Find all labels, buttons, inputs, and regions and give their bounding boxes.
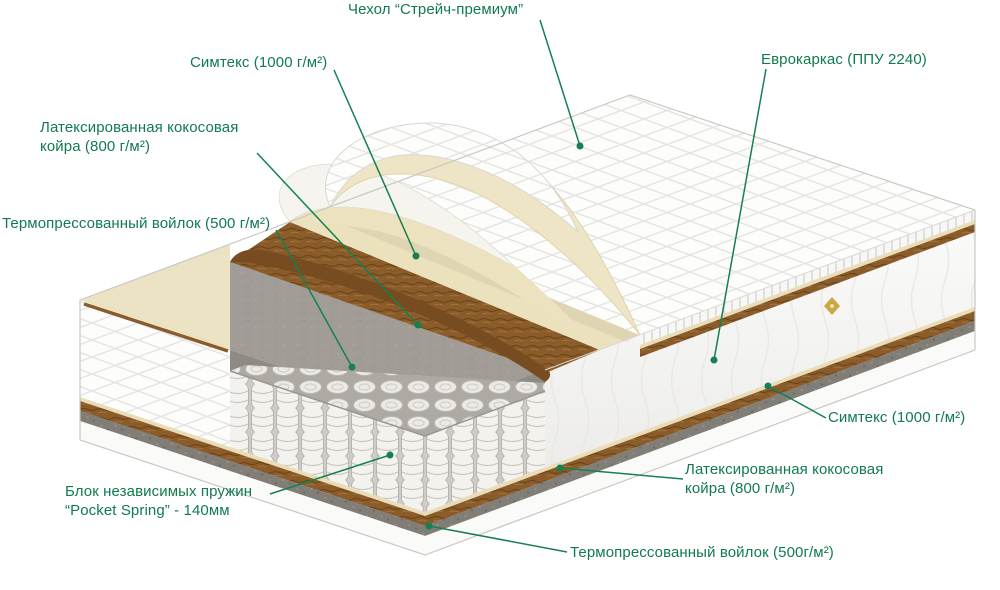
label-cover: Чехол “Стрейч-премиум” xyxy=(348,1,524,18)
label-coir-left: Латексированная кокосовая койра (800 г/м… xyxy=(40,119,239,155)
mattress-outline xyxy=(79,94,976,556)
label-simtex-left: Симтекс (1000 г/м²) xyxy=(190,54,328,71)
corner-simtex-drape xyxy=(80,244,230,350)
label-springs: Блок независимых пружин “Pocket Spring” … xyxy=(65,483,253,519)
label-simtex-right: Симтекс (1000 г/м²) xyxy=(828,409,966,426)
brand-emblem-icon xyxy=(824,297,840,315)
label-coir-right: Латексированная кокосовая койра (800 г/м… xyxy=(685,461,884,497)
spring-block xyxy=(229,370,546,512)
label-felt-bottom: Термопрессованный войлок (500г/м²) xyxy=(570,544,834,561)
bottom-layers xyxy=(80,307,975,555)
felt-layer-bottom xyxy=(80,321,975,536)
spring-tops xyxy=(230,365,545,436)
label-felt-left: Термопрессованный войлок (500 г/м²) xyxy=(2,215,271,232)
coir-layer-bottom xyxy=(80,311,975,526)
simtex-layer-bottom xyxy=(80,307,975,516)
label-frame: Еврокаркас (ППУ 2240) xyxy=(761,51,927,68)
quilted-side-left xyxy=(80,298,230,447)
base-layer xyxy=(80,331,975,555)
